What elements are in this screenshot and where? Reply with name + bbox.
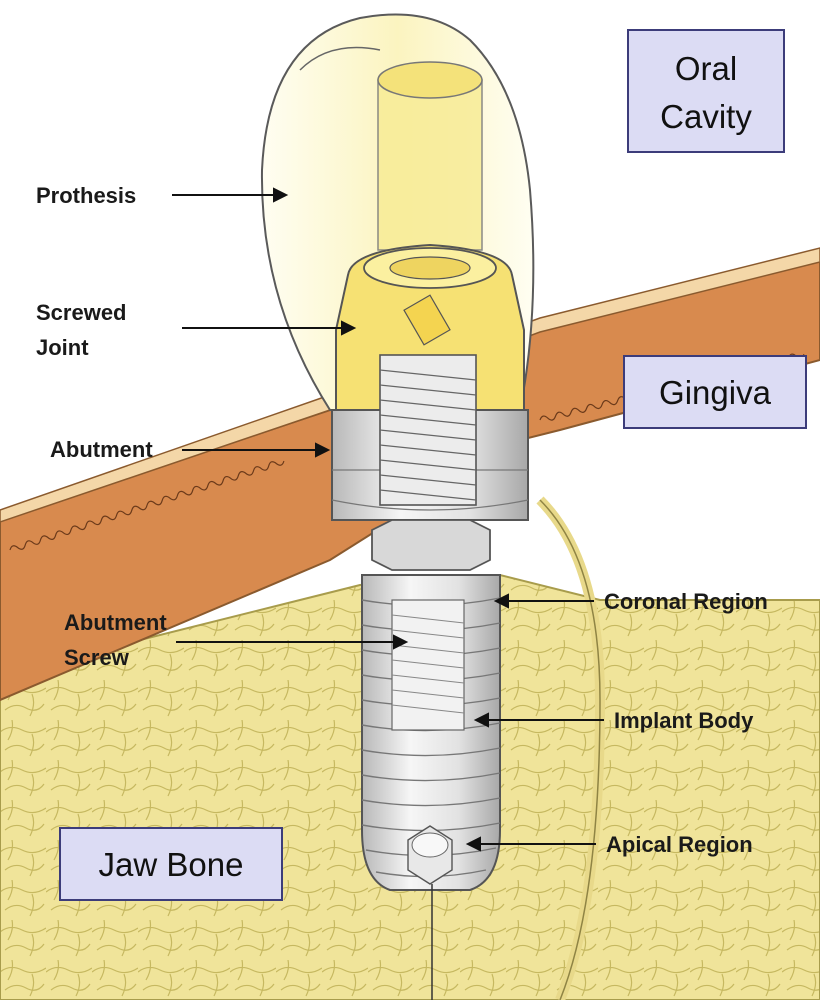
label-implant-body: Implant Body	[614, 708, 754, 733]
crown-post-top	[378, 62, 482, 98]
label-coronal-region: Coronal Region	[604, 589, 768, 614]
crown-inner-post	[378, 80, 482, 250]
hex-connector	[372, 520, 490, 570]
jaw-bone-label: Jaw Bone	[99, 846, 244, 883]
label-abutment: Abutment	[50, 437, 153, 462]
box-gingiva: Gingiva	[624, 356, 806, 428]
box-jaw-bone: Jaw Bone	[60, 828, 282, 900]
label-prothesis: Prothesis	[36, 183, 136, 208]
label-abutment-screw-line2: Screw	[64, 645, 130, 670]
abutment-screw-shaft	[380, 355, 476, 505]
oral-cavity-line1: Oral	[675, 50, 737, 87]
label-abutment-screw-line1: Abutment	[64, 610, 167, 635]
label-screwed-joint-line2: Joint	[36, 335, 89, 360]
oral-cavity-line2: Cavity	[660, 98, 752, 135]
gingiva-label: Gingiva	[659, 374, 772, 411]
label-screwed-joint-line1: Screwed	[36, 300, 127, 325]
box-oral-cavity: Oral Cavity	[628, 30, 784, 152]
label-apical-region: Apical Region	[606, 832, 753, 857]
